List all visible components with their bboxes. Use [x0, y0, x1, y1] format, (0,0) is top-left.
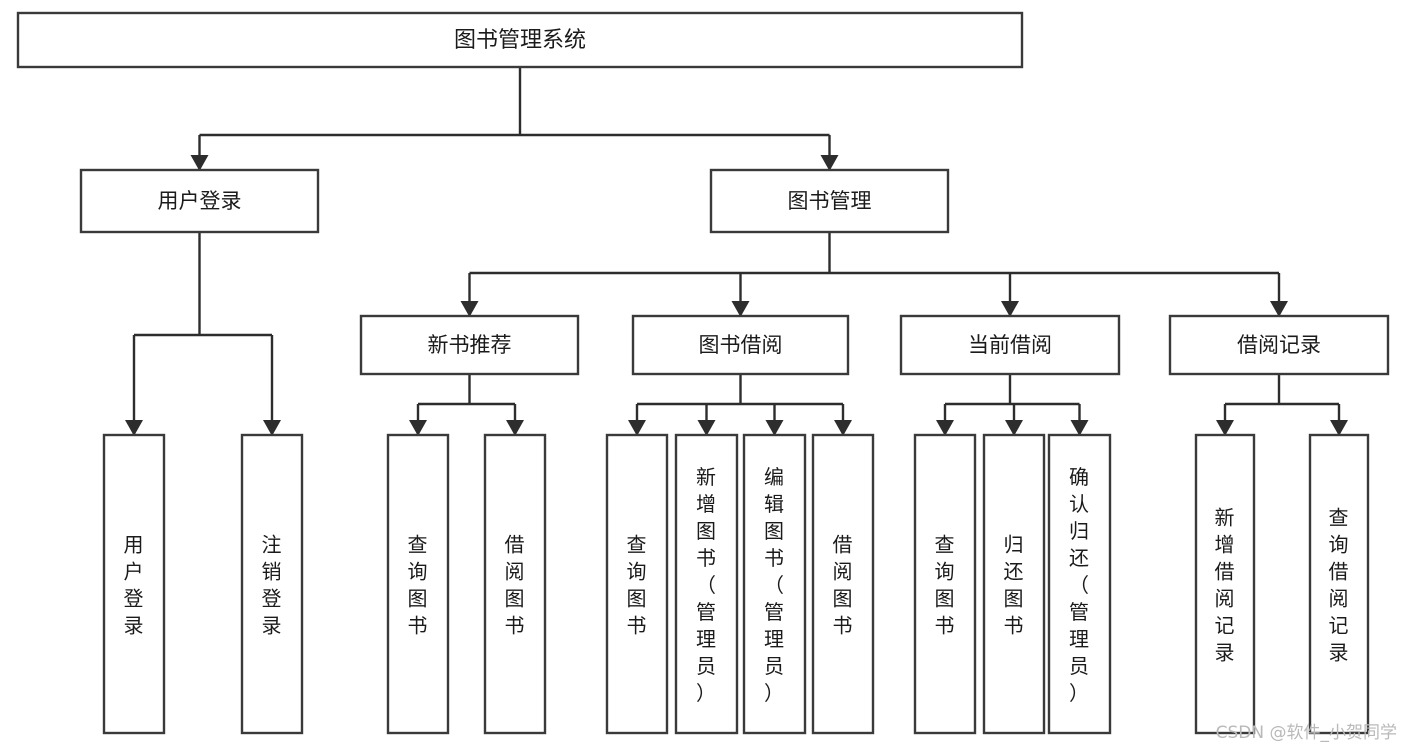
node-box-leaf-query-book-2: [605, 433, 669, 735]
node-leaf-add-record[interactable]: 新增借阅记录: [1194, 433, 1256, 735]
node-box-leaf-add-book: [674, 433, 739, 735]
edges-layer: [125, 67, 1348, 436]
node-leaf-confirm-return[interactable]: 确认归还（管理员）: [1047, 433, 1112, 735]
edge-arrowhead: [820, 155, 839, 171]
node-box-leaf-query-book-3: [913, 433, 977, 735]
node-box-book-manage: [709, 168, 950, 234]
node-label-borrow-record: 借阅记录: [1237, 333, 1321, 357]
edge-arrowhead: [628, 420, 646, 436]
node-leaf-edit-book[interactable]: 编辑图书（管理员）: [742, 433, 807, 735]
node-box-leaf-edit-book: [742, 433, 807, 735]
node-label-new-book-rec: 新书推荐: [428, 333, 512, 357]
node-leaf-borrow-book-1[interactable]: 借阅图书: [483, 433, 547, 735]
node-label-leaf-query-record: 查询借阅记录: [1329, 505, 1350, 664]
edge-arrowhead: [1070, 420, 1089, 436]
node-label-leaf-add-record: 新增借阅记录: [1215, 505, 1236, 664]
node-new-book-rec[interactable]: 新书推荐: [359, 314, 580, 376]
node-box-leaf-confirm-return: [1047, 433, 1112, 735]
node-box-new-book-rec: [359, 314, 580, 376]
edge-arrowhead: [190, 155, 209, 171]
node-leaf-borrow-book-2[interactable]: 借阅图书: [811, 433, 875, 735]
watermark-text: CSDN @软件_小贺同学: [1215, 723, 1397, 743]
edge-arrowhead: [460, 301, 479, 317]
node-box-leaf-query-book-1: [386, 433, 450, 735]
edge-arrowhead: [506, 420, 524, 436]
node-box-leaf-add-record: [1194, 433, 1256, 735]
node-label-leaf-query-book-1: 查询图书: [408, 532, 429, 637]
node-box-leaf-user-login: [102, 433, 166, 735]
edge-arrowhead: [936, 420, 954, 436]
node-current-borrow[interactable]: 当前借阅: [899, 314, 1121, 376]
edge-arrowhead: [1216, 420, 1234, 436]
node-book-manage[interactable]: 图书管理: [709, 168, 950, 234]
node-box-leaf-borrow-book-2: [811, 433, 875, 735]
edge-arrowhead: [765, 420, 784, 436]
node-box-user-login: [79, 168, 320, 234]
node-leaf-user-login[interactable]: 用户登录: [102, 433, 166, 735]
node-box-current-borrow: [899, 314, 1121, 376]
node-label-book-manage: 图书管理: [788, 189, 872, 213]
node-box-leaf-query-record: [1308, 433, 1370, 735]
node-box-root: [16, 11, 1024, 69]
node-box-leaf-borrow-book-1: [483, 433, 547, 735]
node-leaf-query-book-1[interactable]: 查询图书: [386, 433, 450, 735]
node-book-borrow[interactable]: 图书借阅: [631, 314, 850, 376]
node-label-leaf-return-book: 归还图书: [1004, 532, 1025, 637]
edge-arrowhead: [409, 420, 427, 436]
edge-arrowhead: [834, 420, 852, 436]
edge-arrowhead: [1005, 420, 1023, 436]
node-label-book-borrow: 图书借阅: [699, 333, 783, 357]
node-box-borrow-record: [1168, 314, 1390, 376]
edge-arrowhead: [125, 420, 143, 436]
node-box-leaf-logout-login: [240, 433, 304, 735]
node-user-login[interactable]: 用户登录: [79, 168, 320, 234]
node-leaf-logout-login[interactable]: 注销登录: [240, 433, 304, 735]
node-label-current-borrow: 当前借阅: [968, 333, 1052, 357]
edge-arrowhead: [263, 420, 281, 436]
node-label-user-login: 用户登录: [158, 189, 242, 213]
node-label-leaf-edit-book: 编辑图书（管理员）: [764, 465, 785, 705]
edge-arrowhead: [1330, 420, 1348, 436]
edge-arrowhead: [1001, 301, 1019, 317]
node-box-leaf-return-book: [982, 433, 1046, 735]
node-label-leaf-user-login: 用户登录: [124, 532, 145, 637]
node-leaf-query-book-3[interactable]: 查询图书: [913, 433, 977, 735]
node-label-leaf-query-book-2: 查询图书: [627, 532, 648, 637]
edge-arrowhead: [697, 420, 716, 436]
node-label-leaf-confirm-return: 确认归还（管理员）: [1069, 465, 1090, 705]
node-label-leaf-query-book-3: 查询图书: [935, 532, 956, 637]
node-root[interactable]: 图书管理系统: [16, 11, 1024, 69]
node-label-leaf-add-book: 新增图书（管理员）: [696, 465, 717, 705]
node-label-root: 图书管理系统: [454, 28, 586, 53]
nodes-layer: 图书管理系统用户登录图书管理新书推荐图书借阅当前借阅借阅记录用户登录注销登录查询…: [16, 11, 1390, 735]
node-borrow-record[interactable]: 借阅记录: [1168, 314, 1390, 376]
node-box-book-borrow: [631, 314, 850, 376]
node-label-leaf-logout-login: 注销登录: [262, 532, 283, 637]
node-leaf-return-book[interactable]: 归还图书: [982, 433, 1046, 735]
node-leaf-query-book-2[interactable]: 查询图书: [605, 433, 669, 735]
node-leaf-query-record[interactable]: 查询借阅记录: [1308, 433, 1370, 735]
node-label-leaf-borrow-book-1: 借阅图书: [505, 532, 526, 637]
node-label-leaf-borrow-book-2: 借阅图书: [833, 532, 854, 637]
edge-arrowhead: [1270, 301, 1288, 317]
edge-arrowhead: [731, 301, 750, 317]
node-leaf-add-book[interactable]: 新增图书（管理员）: [674, 433, 739, 735]
